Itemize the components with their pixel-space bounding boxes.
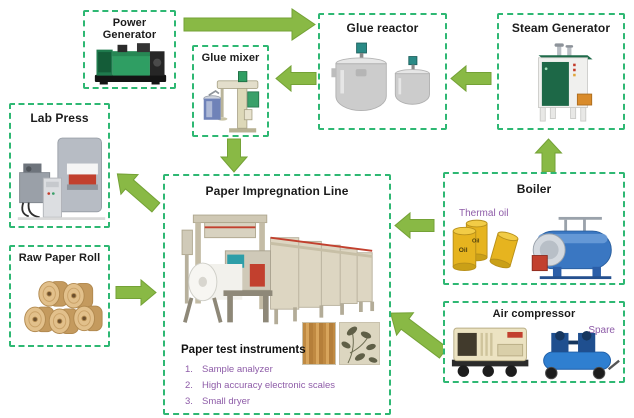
arrow-impregnation-line-to-lab-press — [116, 173, 161, 213]
list-item-number: 2. — [185, 380, 193, 391]
list-item-label: High accuracy electronic scales — [202, 380, 336, 391]
steam-generator-box: Steam Generator — [497, 13, 625, 130]
power-generator-title: Power Generator — [102, 17, 157, 41]
arrow-boiler-to-steam-generator — [534, 138, 563, 173]
list-item: 3. Small dryer — [185, 396, 385, 407]
boiler-title: Boiler — [516, 182, 552, 196]
svg-text:Oil: Oil — [459, 247, 468, 254]
floral-decor-paper-sample — [339, 322, 380, 365]
list-item-number: 1. — [185, 364, 193, 375]
paper-test-instruments-heading: Paper test instruments — [181, 344, 306, 356]
lab-press-box: Lab Press — [9, 103, 110, 228]
paper-test-instruments-list: 1. Sample analyzer 2. High accuracy elec… — [185, 364, 385, 412]
arrow-boiler-to-impregnation-line — [394, 211, 435, 240]
arrow-air-compressor-to-impregnation-line — [389, 312, 448, 359]
list-item-number: 3. — [185, 396, 193, 407]
raw-paper-roll-image — [19, 273, 104, 343]
glue-reactor-title: Glue reactor — [346, 21, 419, 35]
steam-generator-title: Steam Generator — [511, 21, 611, 35]
air-compressor-box: Air compressor Spare — [443, 301, 625, 383]
list-item-label: Sample analyzer — [202, 364, 273, 375]
list-item: 2. High accuracy electronic scales — [185, 380, 385, 391]
list-item-label: Small dryer — [202, 396, 251, 407]
arrow-power-generator-to-glue-reactor — [183, 8, 316, 41]
raw-paper-roll-title: Raw Paper Roll — [18, 252, 101, 264]
air-compressors-image — [450, 325, 622, 381]
paper-impregnation-line-title: Paper Impregnation Line — [205, 184, 349, 198]
boiler-box: Boiler Thermal oil Oil — [443, 172, 625, 285]
glue-reactor-image — [326, 41, 443, 127]
glue-mixer-title: Glue mixer — [201, 52, 260, 64]
air-compressor-title: Air compressor — [492, 308, 576, 320]
list-item: 1. Sample analyzer — [185, 364, 385, 375]
glue-mixer-box: Glue mixer — [192, 45, 269, 137]
arrow-glue-mixer-to-impregnation-line — [219, 138, 249, 173]
steam-generator-image — [525, 39, 601, 128]
spare-label: Spare — [588, 325, 615, 336]
power-generator-box: Power Generator — [83, 10, 176, 89]
lab-press-image — [16, 132, 107, 226]
thermal-oil-label: Thermal oil — [459, 208, 509, 219]
arrow-glue-reactor-to-glue-mixer — [275, 64, 317, 93]
wood-grain-sample — [302, 322, 336, 365]
impregnation-line-machine-image — [169, 200, 389, 328]
paper-impregnation-line-box: Paper Impregnation Line — [163, 174, 391, 415]
oil-drums-and-boiler-image: Oil Oil — [451, 216, 621, 280]
glue-reactor-box: Glue reactor — [318, 13, 447, 130]
glue-mixer-image — [198, 69, 267, 135]
svg-text:Oil: Oil — [472, 238, 480, 244]
lab-press-title: Lab Press — [30, 111, 89, 125]
arrow-raw-paper-to-impregnation-line — [115, 278, 157, 307]
raw-paper-roll-box: Raw Paper Roll — [9, 245, 110, 347]
arrow-steam-generator-to-glue-reactor — [450, 64, 492, 93]
power-generator-image — [90, 36, 171, 86]
